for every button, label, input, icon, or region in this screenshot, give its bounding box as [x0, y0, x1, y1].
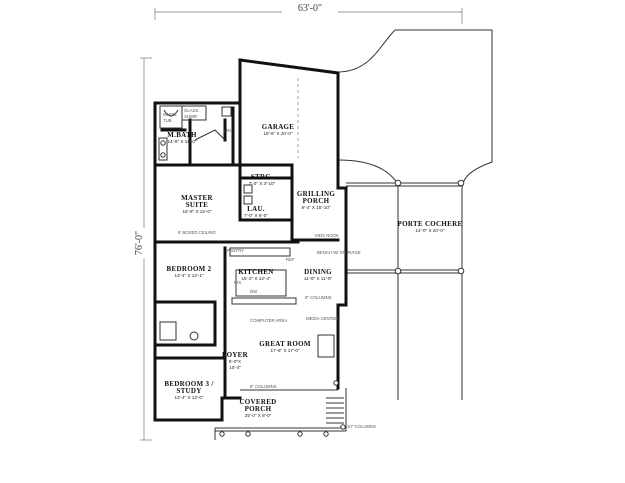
whirl-note: WHIRL — [163, 112, 177, 117]
dw-note: DW — [250, 289, 258, 294]
dining-title: DINING — [304, 268, 332, 276]
bedroom3-size: 13'-4" X 12'-0" — [174, 395, 203, 400]
kids-nook-note: KIDS NOOK — [315, 233, 339, 238]
grilling-size: 8'-4" X 15'-10" — [301, 205, 330, 210]
pantry-note: PANTRY — [227, 248, 244, 253]
bedroom2-size: 13'-4" X 12'-1" — [174, 273, 203, 278]
interior-walls — [153, 106, 340, 400]
tub-note: TUB — [163, 118, 172, 123]
glass-note: GLASS — [184, 108, 198, 113]
depth-dimension: 76'-0" — [133, 57, 152, 441]
covered-porch-size: 25'-0" X 8'-0" — [245, 413, 272, 418]
strg-size: 7'-0" X 3'-10" — [249, 181, 276, 186]
strg-title: STRG. — [251, 173, 273, 181]
ref-note: REF — [286, 257, 295, 262]
width-label: 63'-0" — [298, 3, 322, 14]
foyer-size-line1: 6'-0"X — [229, 359, 241, 364]
master-title-line2: SUITE — [186, 201, 209, 209]
computer-area-note: COMPUTER AREA — [250, 318, 287, 323]
porte-cochere: PORTE COCHERE 14'-0" X 20'-0" — [346, 179, 465, 275]
covered-porch — [214, 380, 347, 440]
foyer-size-line2: 10'-4" — [229, 365, 241, 370]
driveway — [337, 29, 493, 400]
bedroom3-title-line2: STUDY — [176, 387, 201, 395]
garage-title: GARAGE — [262, 123, 295, 131]
shwr-note: SHWR — [184, 114, 197, 119]
rs-note: R/S — [234, 280, 241, 285]
covered-porch-title-line2: PORCH — [245, 405, 272, 413]
bench-note: BENCH W/ STORAGE — [317, 250, 361, 255]
bedroom2-title: BEDROOM 2 — [167, 265, 212, 273]
master-title-line1: MASTER — [181, 194, 213, 202]
bath-fixtures: WHIRL TUB GLASS SHWR LIN — [158, 105, 232, 161]
porte-cochere-title: PORTE COCHERE — [398, 220, 463, 228]
grilling-title-line2: PORCH — [303, 197, 330, 205]
lin-note: LIN — [224, 128, 231, 133]
media-center-note: MEDIA CENTER — [306, 316, 338, 321]
grilling-title-line1: GRILLING — [297, 190, 335, 198]
great-room-size: 17'-8" X 17'-0" — [270, 348, 299, 353]
depth-label: 76'-0" — [134, 231, 145, 255]
garage-size: 19'-6" X 20'-0" — [263, 131, 292, 136]
kitchen-title: KITCHEN — [238, 268, 273, 276]
great-room-title: GREAT ROOM — [259, 340, 311, 348]
mbath-title: M.BATH — [167, 131, 197, 139]
porte-cochere-size: 14'-0" X 20'-0" — [415, 228, 444, 233]
columns-8-note: 8" COLUMNS — [305, 295, 332, 300]
lau-size: 7'-0" X 6'-0" — [244, 213, 268, 218]
kitchen-size: 15'-2" X 12'-4" — [241, 276, 270, 281]
master-size: 16'-8" X 15'-0" — [182, 209, 211, 214]
foyer-title: FOYER — [222, 351, 249, 359]
bedroom3-title-line1: BEDROOM 3 / — [164, 380, 214, 388]
dining-size: 11'-8" X 11'-9" — [304, 276, 333, 281]
columns-8b-note: 8" COLUMNS — [250, 384, 277, 389]
exterior-walls — [153, 58, 348, 422]
columns-10-note: 10" COLUMNS — [347, 424, 376, 429]
covered-porch-title-line1: COVERED — [239, 398, 276, 406]
lau-title: LAU. — [247, 205, 265, 213]
mbath-size: 14'-6" X 15'-0" — [167, 139, 196, 144]
boxed-ceiling-note: 9' BOXED CEILING — [178, 230, 216, 235]
width-dimension: 63'-0" — [154, 3, 463, 24]
